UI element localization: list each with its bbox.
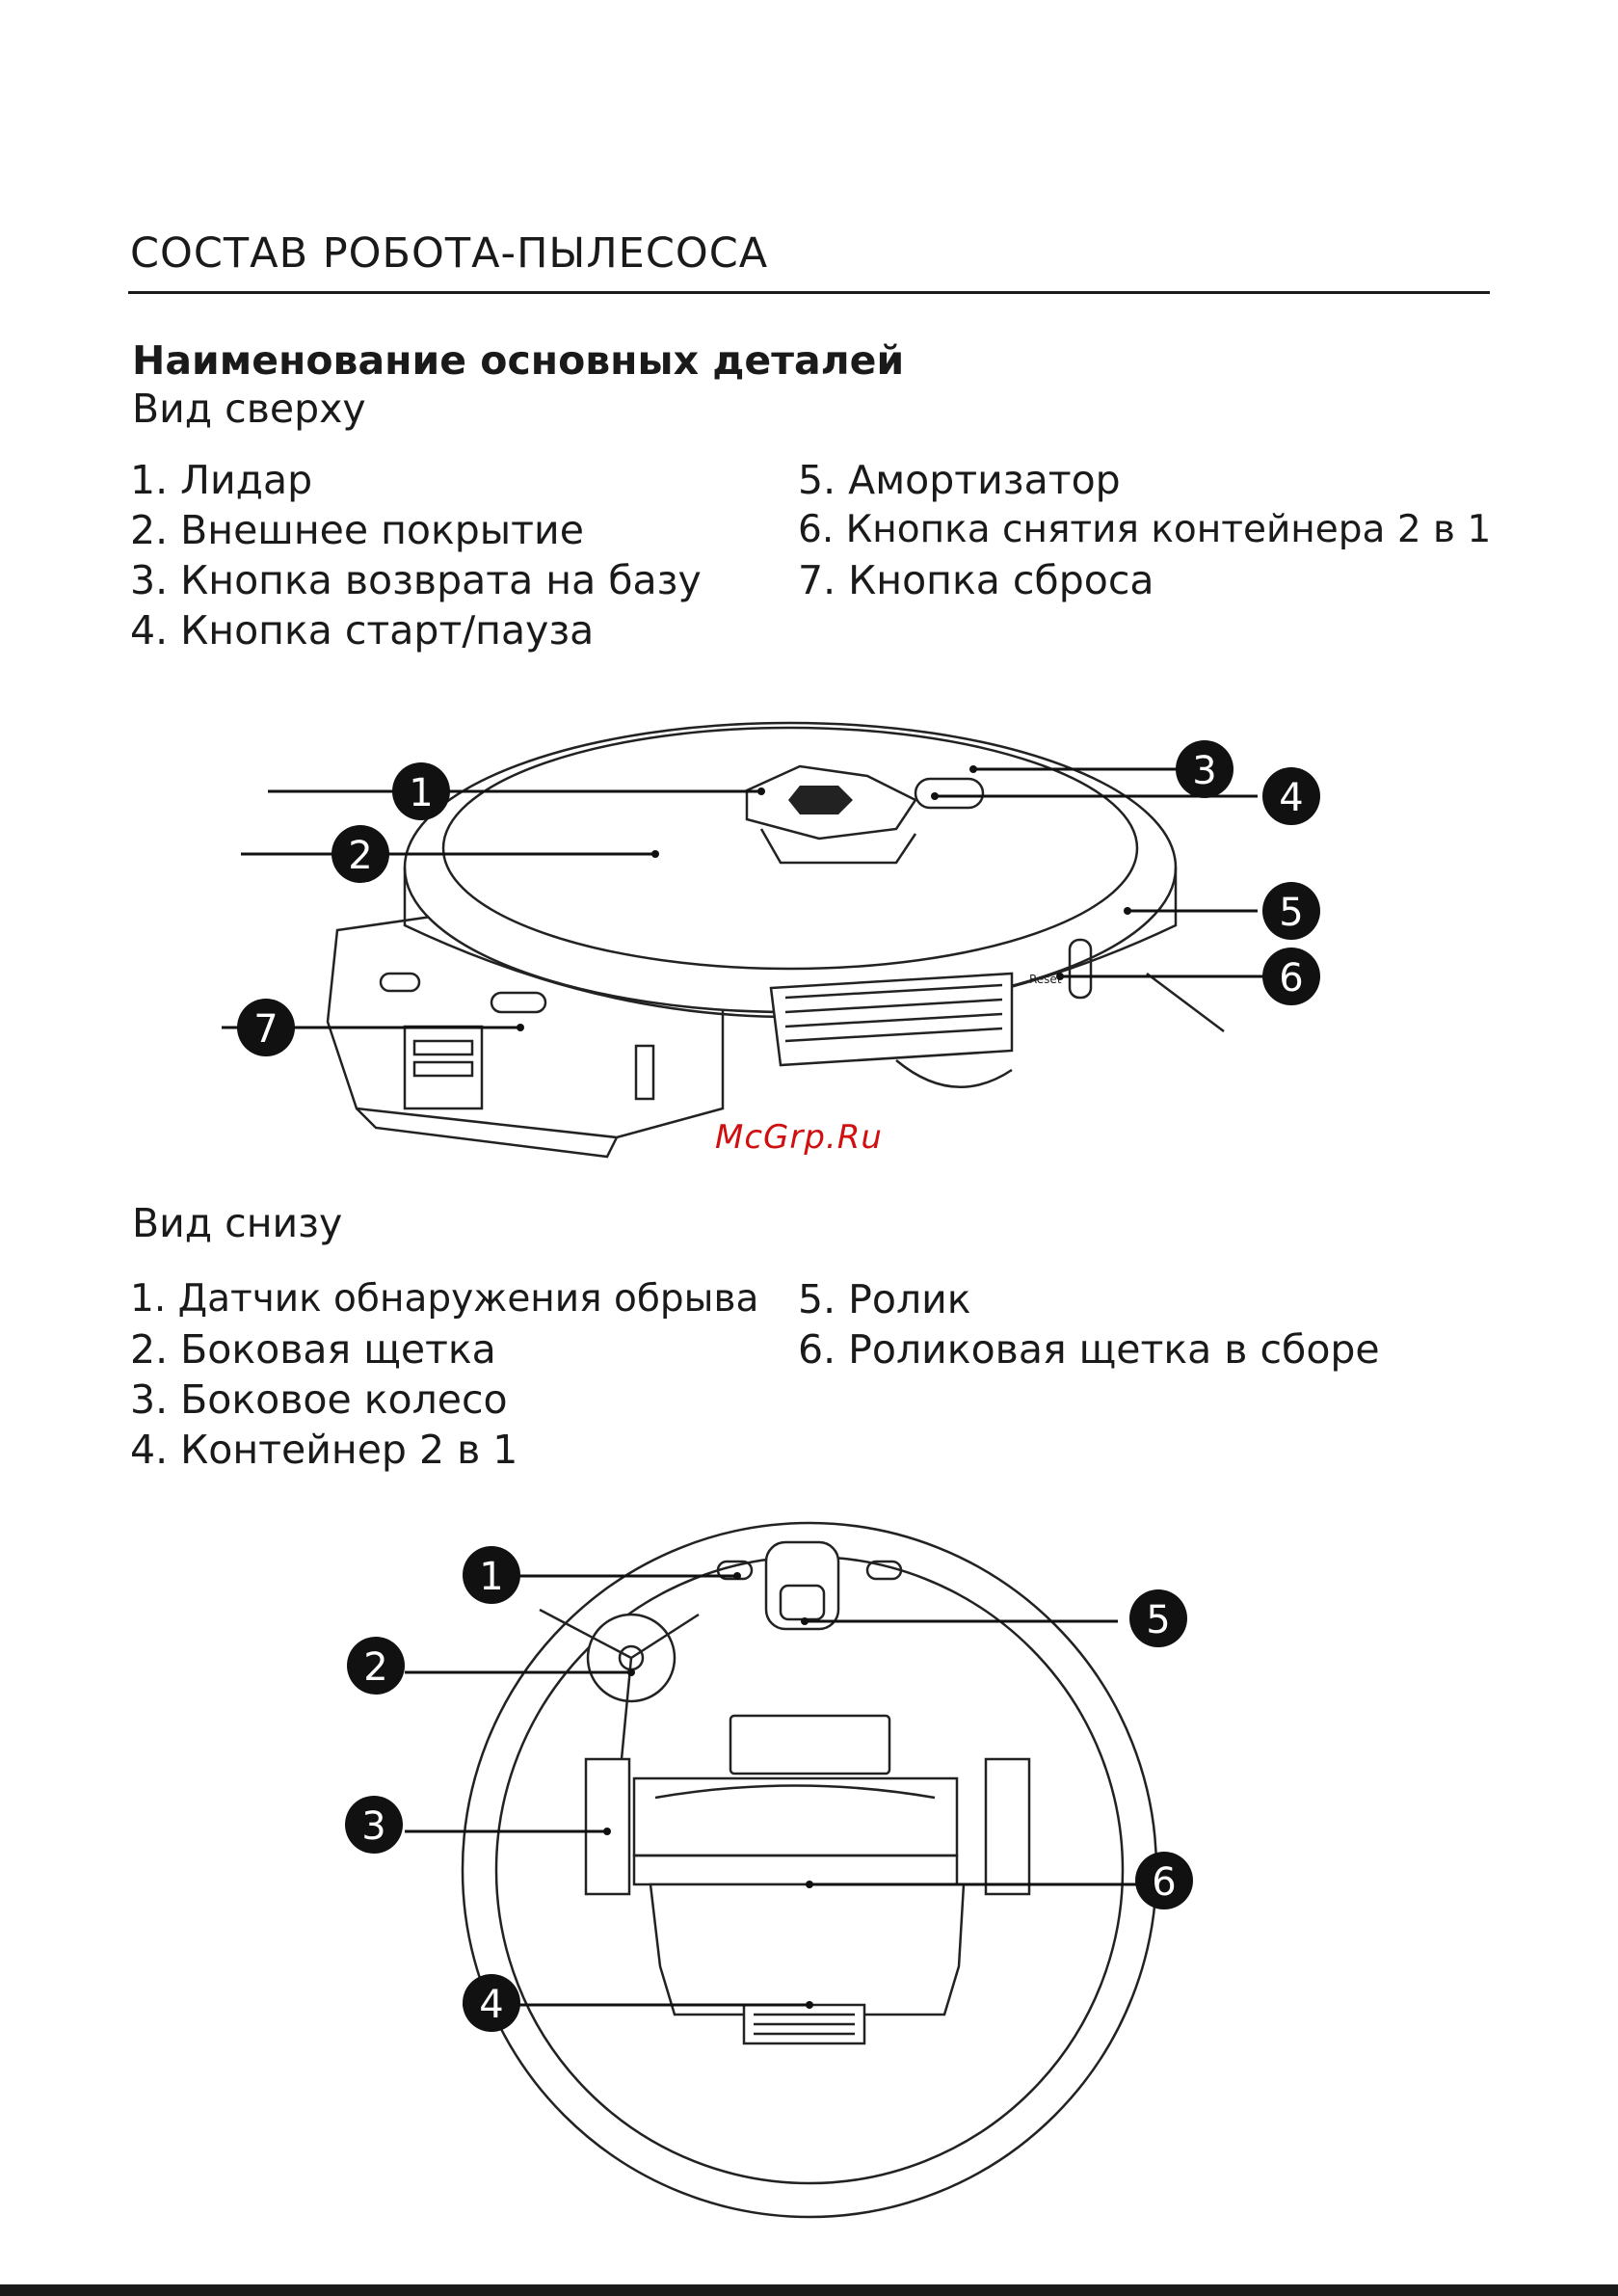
list-item: 2. Внешнее покрытие xyxy=(130,507,584,553)
list-item: 3. Боковое колесо xyxy=(130,1376,508,1423)
section-title: СОСТАВ РОБОТА-ПЫЛЕСОСА xyxy=(130,229,769,278)
callout-badge: 3 xyxy=(1176,740,1233,798)
top-view-callouts: 1 2 3 4 5 6 7 xyxy=(237,740,1320,1056)
list-item: 7. Кнопка сброса xyxy=(798,557,1154,603)
bottom-view-subheading: Вид снизу xyxy=(132,1200,343,1246)
list-item: 1. Лидар xyxy=(130,457,313,503)
svg-text:1: 1 xyxy=(479,1555,503,1599)
callout-badge: 7 xyxy=(237,999,295,1056)
svg-text:2: 2 xyxy=(363,1645,387,1690)
list-item: 6. Роликовая щетка в сборе xyxy=(798,1326,1380,1373)
list-item: 5. Ролик xyxy=(798,1276,971,1322)
list-item: 6. Кнопка снятия контейнера 2 в 1 xyxy=(798,508,1492,551)
reset-label: Reset xyxy=(1029,973,1062,986)
callout-badge: 6 xyxy=(1262,948,1320,1005)
svg-text:5: 5 xyxy=(1279,891,1303,935)
parts-heading: Наименование основных деталей xyxy=(132,337,905,384)
top-view-list-right: 5. Амортизатор 6. Кнопка снятия контейне… xyxy=(798,455,1491,605)
top-view-subheading: Вид сверху xyxy=(132,386,366,432)
bottom-view-list-right: 5. Ролик 6. Роликовая щетка в сборе xyxy=(798,1274,1380,1375)
list-item: 5. Амортизатор xyxy=(798,457,1121,503)
callout-badge: 6 xyxy=(1135,1852,1193,1909)
callout-badge: 1 xyxy=(463,1546,520,1604)
callout-badge: 3 xyxy=(345,1796,403,1854)
list-item: 4. Кнопка старт/пауза xyxy=(130,607,595,654)
callout-badge: 2 xyxy=(332,825,389,883)
list-item: 4. Контейнер 2 в 1 xyxy=(130,1427,518,1473)
list-item: 1. Датчик обнаружения обрыва xyxy=(130,1277,759,1321)
svg-text:5: 5 xyxy=(1146,1598,1170,1642)
svg-text:3: 3 xyxy=(361,1804,385,1849)
svg-text:3: 3 xyxy=(1192,749,1216,793)
svg-text:1: 1 xyxy=(409,771,433,815)
callout-badge: 5 xyxy=(1262,882,1320,940)
svg-text:7: 7 xyxy=(253,1007,278,1052)
callout-badge: 4 xyxy=(1262,767,1320,825)
robot-bottom-view-illustration xyxy=(405,1521,1158,2219)
header-divider xyxy=(128,291,1490,294)
callout-badge: 2 xyxy=(347,1637,405,1695)
bottom-view-callouts: 1 2 3 4 5 6 xyxy=(345,1546,1193,2032)
callout-badge: 4 xyxy=(463,1974,520,2032)
robot-top-view-illustration: Reset xyxy=(222,721,1282,1159)
svg-text:6: 6 xyxy=(1152,1860,1176,1905)
list-item: 3. Кнопка возврата на базу xyxy=(130,557,702,603)
watermark: McGrp.Ru xyxy=(715,1118,883,1157)
page-bottom-edge xyxy=(0,2284,1618,2296)
svg-text:4: 4 xyxy=(1279,776,1303,820)
bottom-view-list-left: 1. Датчик обнаружения обрыва 2. Боковая … xyxy=(130,1274,758,1475)
svg-text:2: 2 xyxy=(348,834,372,878)
svg-text:4: 4 xyxy=(479,1983,503,2027)
list-item: 2. Боковая щетка xyxy=(130,1326,496,1373)
svg-text:6: 6 xyxy=(1279,956,1303,1001)
top-view-list-left: 1. Лидар 2. Внешнее покрытие 3. Кнопка в… xyxy=(130,455,702,655)
callout-badge: 1 xyxy=(392,762,450,820)
callout-badge: 5 xyxy=(1129,1589,1187,1647)
